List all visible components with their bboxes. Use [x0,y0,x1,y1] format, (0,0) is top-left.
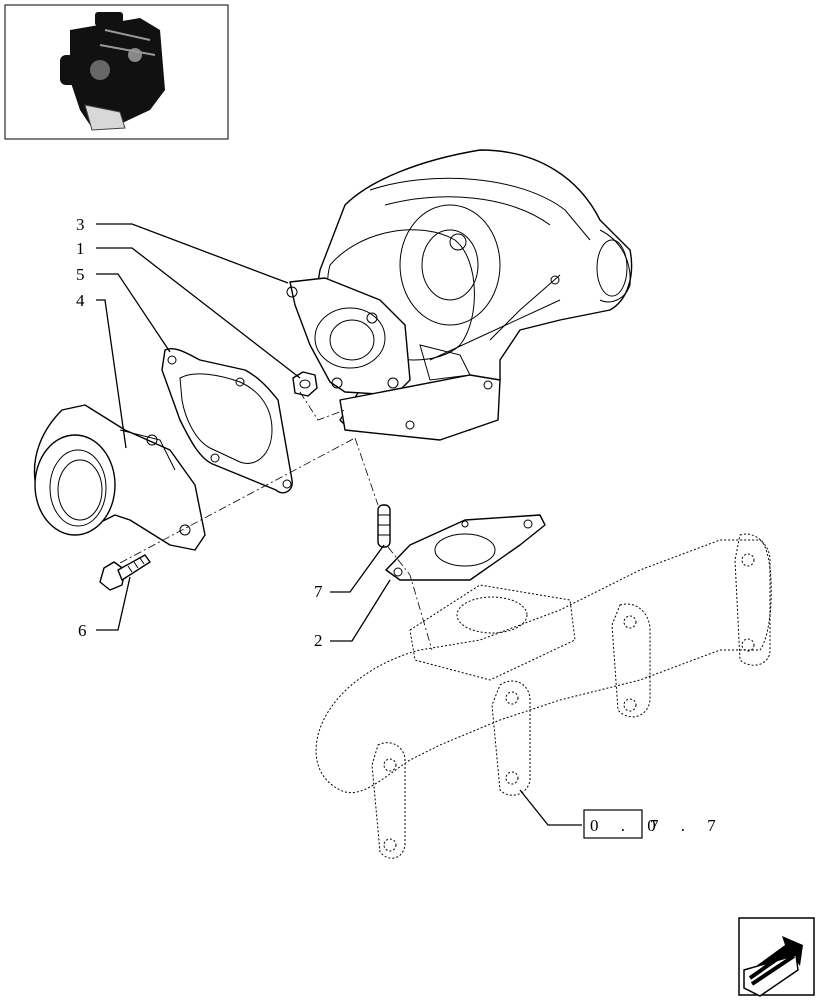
bolt-part-6 [99,554,151,591]
callout-1: 1 [76,239,86,258]
gasket-part-5 [161,348,293,494]
turbocharger [286,149,633,441]
next-page-arrow-icon[interactable] [738,917,815,997]
reference-boxed-text: 0 . 0 [590,816,665,835]
callout-5: 5 [76,265,86,284]
exhaust-manifold-outline [315,533,772,859]
reference-rest-text: 7 . 7 [650,816,725,835]
callout-2: 2 [314,631,324,650]
callout-6: 6 [78,621,88,640]
reference-box[interactable] [583,809,643,839]
callout-7: 7 [314,582,324,601]
stud-part-7 [377,504,391,548]
callout-3: 3 [76,215,86,234]
callout-4: 4 [76,291,86,310]
gasket-part-2 [385,514,546,581]
leader-lines [96,223,582,826]
cross-reference[interactable]: 0 . 0 7 . 7 [583,809,725,839]
callout-labels: 3 1 5 4 7 2 6 [76,215,324,650]
assembly-centerlines [119,391,433,651]
engine-thumbnail-icon [4,4,229,140]
adaptor-part-4 [33,404,206,551]
